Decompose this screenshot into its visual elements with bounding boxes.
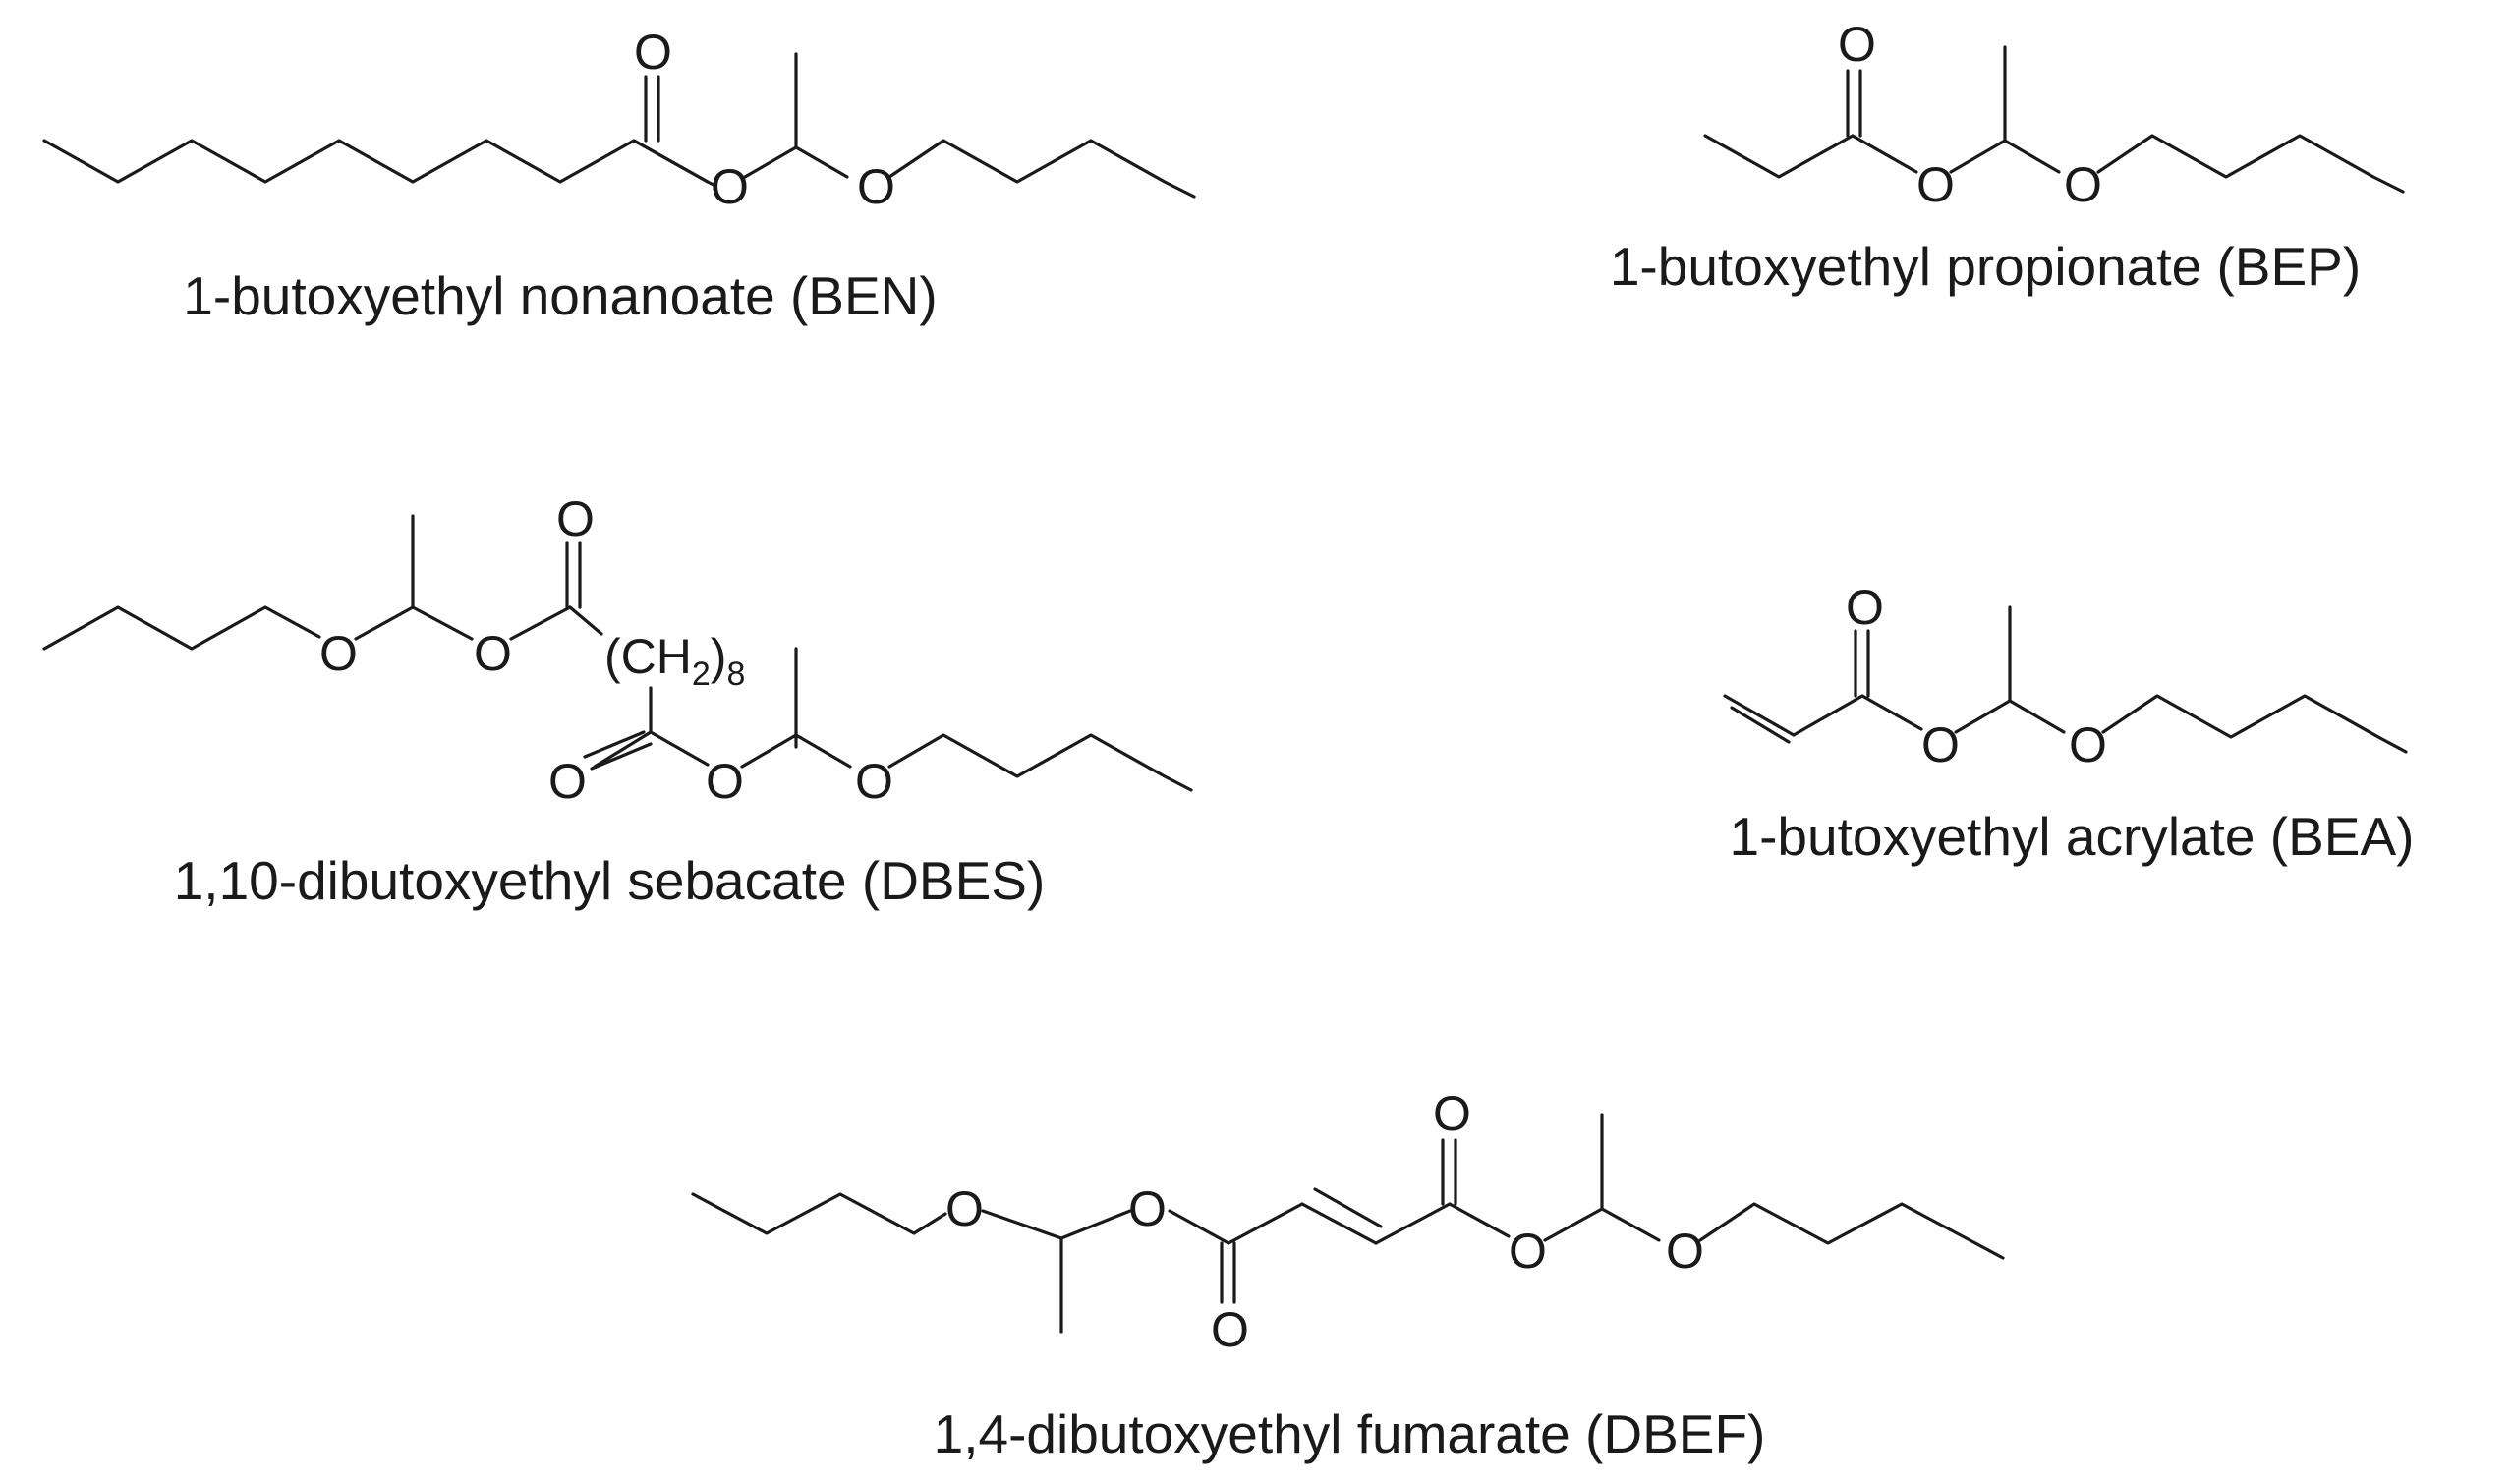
bea-carbonyl-oxygen: O [1846, 580, 1884, 635]
dbef-left-acetal-link [981, 1209, 1132, 1240]
bea-vinyl-double-b [1730, 706, 1791, 744]
dbes-lower-carbonyl-bond-b [590, 742, 653, 771]
bep-butyl-chain [2096, 134, 2405, 194]
dbes-upper-carbonyl-oxygen: O [556, 491, 595, 546]
bep-acetal-link [1949, 139, 2061, 174]
ben-ester-oxygen: O [711, 159, 749, 214]
molecule-ben: O O O 1-butoxyethyl nonanoate (BEN) [42, 25, 1196, 326]
dbes-left-butyl-chain [42, 605, 321, 651]
dbef-alkene-double-a [1300, 1202, 1378, 1245]
dbes-right-ester-oxygen: O [706, 754, 744, 809]
dbes-upper-chain-bond [568, 605, 603, 636]
dbef-right-butyl-chain [1698, 1202, 2005, 1260]
bea-ester-bond [1860, 694, 1923, 731]
dbef-right-acetal-link [1543, 1207, 1661, 1242]
ben-skeleton [42, 139, 710, 184]
bep-carbonyl-oxygen: O [1838, 17, 1876, 72]
dbes-right-ether-oxygen: O [855, 754, 893, 809]
dbef-right-ester-oxygen: O [1509, 1224, 1547, 1279]
dbes-lower-carbonyl-oxygen: O [548, 754, 587, 809]
bep-caption: 1-butoxyethyl propionate (BEP) [1610, 236, 2361, 297]
dbes-left-ether-oxygen: O [319, 626, 358, 681]
ben-ether-oxygen: O [857, 159, 895, 214]
dbes-upper-ester-bond [509, 605, 572, 641]
bea-butyl-chain [2101, 694, 2408, 754]
ben-acetal-link [743, 145, 849, 179]
ben-carbonyl-oxygen: O [634, 25, 672, 80]
dbef-left-carbonyl-oxygen: O [1211, 1302, 1249, 1357]
bea-ester-oxygen: O [1921, 717, 1960, 772]
molecule-bep: O O O 1-butoxyethyl propionate (BEP) [1610, 17, 2405, 297]
dbef-left-ether-oxygen: O [945, 1181, 984, 1236]
dbef-alkene-double-b [1313, 1187, 1383, 1228]
dbes-lower-carbonyl-bond-a [583, 730, 646, 759]
bea-acetal-link [1954, 699, 2066, 734]
molecule-dbes: O O O (CH2)8 O O O 1,10-dibutoxyethyl se… [42, 491, 1193, 911]
ben-ester-bond [632, 139, 717, 188]
bep-ester-bond [1851, 134, 1918, 174]
molecule-bea: O O O 1-butoxyethyl acrylate (BEA) [1723, 580, 2415, 867]
ben-butyl-chain [887, 139, 1196, 199]
dbes-right-butyl-chain [887, 733, 1193, 792]
dbes-ch2-group: (CH2)8 [604, 629, 745, 693]
dbes-lower-ester-bond [649, 730, 710, 767]
dbef-alkene-right [1374, 1202, 1452, 1245]
dbef-left-ester-bond [1168, 1209, 1230, 1245]
dbef-alkene-left [1227, 1202, 1304, 1245]
dbef-right-ether-oxygen: O [1666, 1224, 1704, 1279]
dbef-right-carbonyl-oxygen: O [1433, 1086, 1471, 1141]
dbes-right-acetal-link [740, 733, 852, 769]
molecule-dbef: O O O O O O 1,4-dibutoxyethyl fumarate (… [691, 1086, 2005, 1464]
dbes-caption: 1,10-dibutoxyethyl sebacate (DBES) [174, 850, 1046, 911]
bep-ethyl-bond [1703, 134, 1855, 179]
dbef-caption: 1,4-dibutoxyethyl fumarate (DBEF) [934, 1403, 1766, 1464]
bep-ether-oxygen: O [2064, 157, 2102, 212]
dbes-left-acetal-link [354, 605, 474, 641]
dbef-right-ester-bond [1448, 1202, 1511, 1238]
bea-ether-oxygen: O [2069, 717, 2107, 772]
dbes-lower-chain-to-carbonyl [593, 730, 653, 769]
dbef-left-ester-oxygen: O [1128, 1181, 1167, 1236]
bea-vinyl-carbonyl-bond [1792, 694, 1864, 737]
ben-caption: 1-butoxyethyl nonanoate (BEN) [183, 265, 937, 326]
bep-ester-oxygen: O [1916, 157, 1955, 212]
dbef-left-butyl-chain [691, 1192, 947, 1235]
dbes-left-ester-oxygen: O [474, 626, 512, 681]
bea-vinyl-double-a [1723, 694, 1796, 737]
bea-caption: 1-butoxyethyl acrylate (BEA) [1730, 806, 2415, 867]
